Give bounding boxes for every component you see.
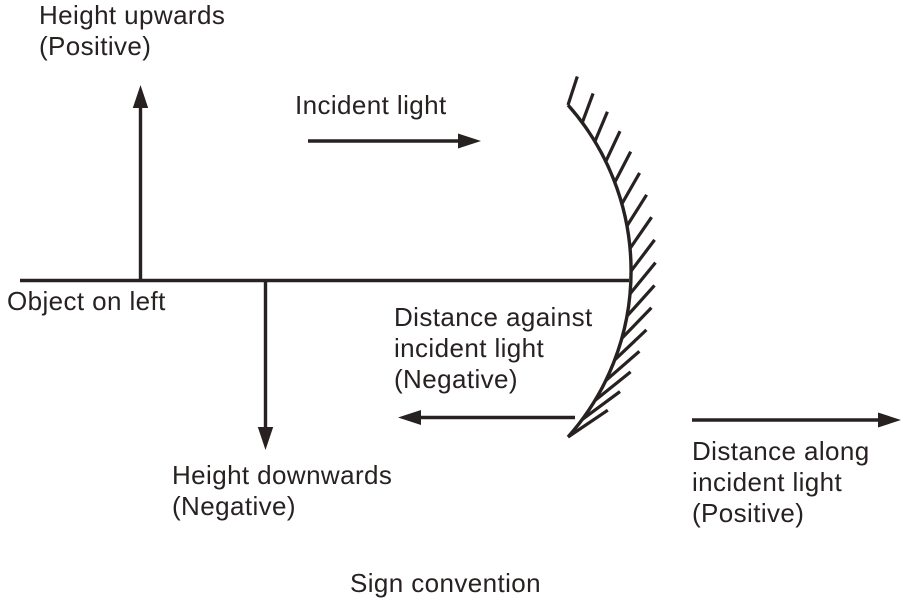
mirror-hatch-mark: [581, 390, 621, 421]
mirror-hatch-mark: [613, 150, 633, 183]
distance-along-label: Distance along incident light (Positive): [692, 436, 870, 528]
distance-against-arrow: [398, 410, 575, 425]
height-downwards-label: Height downwards (Negative): [172, 460, 393, 521]
mirror-hatch-mark: [604, 130, 622, 163]
mirror-hatch-mark: [613, 328, 648, 361]
mirror-hatch-mark: [593, 111, 609, 143]
mirror-hatch-mark: [593, 370, 632, 402]
mirror-hatch-mark: [604, 350, 641, 382]
distance-along-arrow: [692, 412, 901, 428]
mirror-hatch-mark: [625, 284, 656, 318]
incident-light-label: Incident light: [295, 90, 447, 120]
mirror-hatch-mark: [620, 172, 641, 205]
right-arrow-head: [878, 412, 901, 428]
incident-arrow-head: [458, 133, 481, 149]
mirror-hatch-mark: [620, 306, 653, 340]
object-on-left-label: Object on left: [7, 286, 166, 316]
mirror-hatch-mark: [628, 261, 657, 295]
incident-light-arrow: [308, 133, 481, 149]
mirror-hatch-mark: [580, 92, 595, 124]
height-upwards-arrow: [132, 85, 149, 280]
down-arrow-head: [257, 427, 274, 450]
mirror-hatch-mark: [629, 238, 656, 272]
mirror-hatch-mark: [628, 216, 653, 250]
height-downwards-arrow: [257, 280, 274, 450]
mirror-hatch-mark: [566, 76, 579, 106]
mirror-hatch-mark: [567, 408, 609, 439]
up-arrow-head: [132, 85, 149, 108]
diagram-caption: Sign convention: [350, 568, 542, 598]
mirror-curve: [566, 103, 633, 439]
distance-against-label: Distance against incident light (Negativ…: [394, 302, 593, 394]
height-upwards-label: Height upwards (Positive): [39, 0, 226, 61]
mirror-hatch-mark: [625, 193, 648, 227]
left-arrow-head: [398, 410, 421, 425]
mirror-hatching: [566, 76, 657, 439]
